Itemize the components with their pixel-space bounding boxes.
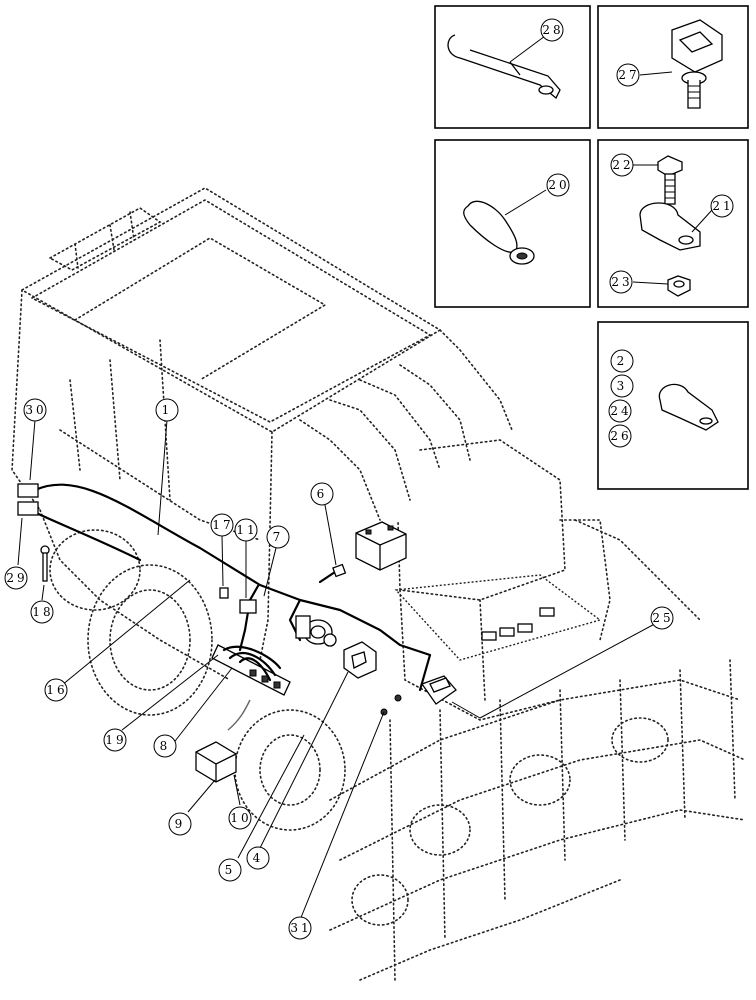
connector-11 (239, 599, 257, 614)
svg-text:18: 18 (32, 605, 53, 619)
svg-text:16: 16 (46, 683, 67, 697)
svg-text:5: 5 (225, 863, 236, 877)
callout-5: 5 (218, 858, 242, 882)
callout-27: 27 (616, 63, 640, 87)
module-9 (195, 741, 237, 783)
callout-3: 3 (610, 374, 634, 398)
svg-text:20: 20 (548, 178, 569, 192)
svg-text:27: 27 (618, 68, 639, 82)
connector-17 (219, 587, 229, 599)
svg-text:22: 22 (612, 158, 633, 172)
svg-text:11: 11 (236, 523, 257, 537)
svg-text:29: 29 (6, 571, 27, 585)
battery-6 (355, 521, 407, 571)
callout-17: 17 (210, 513, 234, 537)
callout-23: 23 (609, 270, 633, 294)
callout-16: 16 (44, 678, 68, 702)
svg-text:2: 2 (617, 354, 628, 368)
svg-text:8: 8 (160, 739, 171, 753)
svg-text:25: 25 (652, 611, 673, 625)
svg-text:3: 3 (617, 379, 628, 393)
inset-27 (597, 5, 749, 129)
callout-19: 19 (103, 728, 127, 752)
connector-30-lower (17, 501, 39, 516)
svg-text:24: 24 (610, 404, 631, 418)
svg-text:28: 28 (542, 23, 563, 37)
callout-8: 8 (153, 734, 177, 758)
svg-text:26: 26 (610, 429, 631, 443)
callout-31: 31 (288, 916, 312, 940)
callout-28: 28 (540, 18, 564, 42)
callout-22: 22 (610, 153, 634, 177)
callout-30: 30 (23, 398, 47, 422)
svg-text:4: 4 (253, 851, 264, 865)
callout-26: 26 (608, 424, 632, 448)
svg-text:23: 23 (611, 275, 632, 289)
callout-1: 1 (155, 398, 179, 422)
svg-text:30: 30 (25, 403, 46, 417)
svg-text:10: 10 (230, 811, 251, 825)
callout-6: 6 (310, 482, 334, 506)
machine-parts (17, 483, 555, 783)
callout-10: 10 (228, 806, 252, 830)
fuse-block-8 (211, 644, 291, 696)
callout-21: 21 (710, 194, 734, 218)
callout-11: 11 (234, 518, 258, 542)
leader-lines (17, 35, 713, 921)
callout-18: 18 (30, 600, 54, 624)
alternator (295, 615, 337, 647)
callout-2: 2 (610, 349, 634, 373)
callout-7: 7 (266, 525, 290, 549)
callouts: 1 30 29 18 16 17 11 7 6 19 8 9 10 4 5 31… (4, 18, 734, 940)
connector-30-upper (17, 483, 39, 498)
callout-29: 29 (4, 566, 28, 590)
sensor-box-4 (343, 641, 377, 679)
control-box-25 (420, 675, 457, 705)
svg-text:9: 9 (175, 817, 186, 831)
machine-outline (11, 187, 746, 981)
callout-20: 20 (546, 173, 570, 197)
inset-28 (434, 5, 591, 129)
svg-text:6: 6 (317, 487, 328, 501)
svg-text:21: 21 (712, 199, 733, 213)
callout-24: 24 (608, 399, 632, 423)
callout-25: 25 (650, 606, 674, 630)
inset-20 (434, 139, 591, 308)
svg-text:17: 17 (212, 518, 233, 532)
svg-text:7: 7 (273, 530, 284, 544)
svg-text:31: 31 (290, 921, 311, 935)
svg-text:19: 19 (105, 733, 126, 747)
callout-4: 4 (246, 846, 270, 870)
svg-text:1: 1 (162, 403, 173, 417)
callout-9: 9 (168, 812, 192, 836)
